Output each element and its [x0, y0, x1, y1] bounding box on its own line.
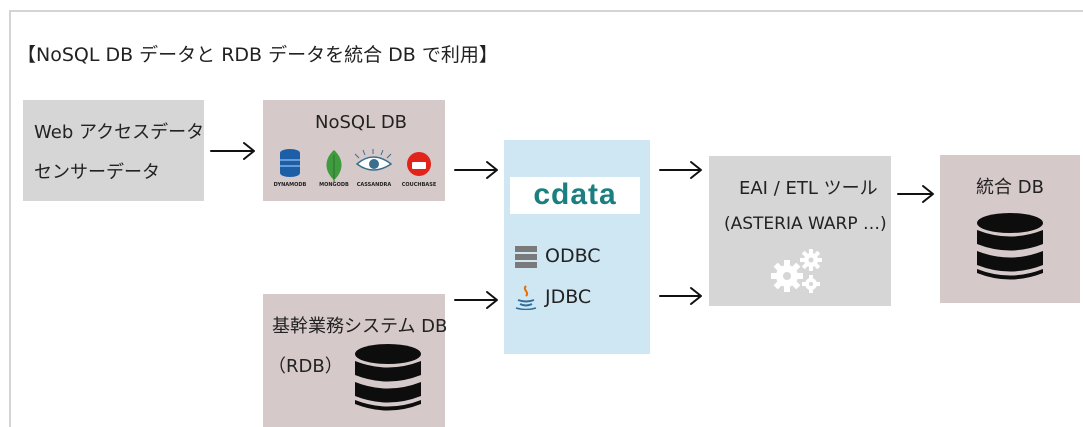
nosql-logos: DYNAMODB MONGODB CASSANDRA COUCHBASE: [274, 149, 437, 188]
dynamodb-icon: DYNAMODB: [274, 149, 307, 188]
java-icon: [515, 285, 537, 310]
frame-left-border: [9, 10, 11, 427]
rdb-subtitle: （RDB）: [268, 356, 343, 377]
database-icon: [355, 344, 421, 411]
mongodb-label: MONGODB: [319, 182, 349, 188]
nosql-db-box: NoSQL DB DYNAMODB MONGODB CASSANDRA: [263, 100, 445, 201]
etl-title: EAI / ETL ツール: [739, 178, 878, 199]
cdata-box: cdata ODBC JDBC: [504, 140, 650, 354]
arrow-nosql-to-cdata: [454, 161, 498, 179]
arrow-rdb-to-cdata: [454, 291, 498, 309]
server-icon: [515, 246, 537, 268]
arrow-cdata-to-etl-top: [659, 161, 702, 179]
gears-icon: [771, 249, 822, 293]
cassandra-icon: CASSANDRA: [354, 149, 393, 188]
diagram-title: 【NoSQL DB データと RDB データを統合 DB で利用】: [17, 44, 498, 66]
web-data-label: Web アクセスデータ: [34, 122, 205, 143]
etl-subtitle: (ASTERIA WARP …): [724, 214, 887, 234]
integrated-db-title: 統合 DB: [976, 177, 1044, 198]
integrated-db-box: 統合 DB: [940, 155, 1080, 303]
couchbase-label: COUCHBASE: [402, 182, 437, 188]
nosql-db-title: NoSQL DB: [315, 112, 408, 133]
rdb-title: 基幹業務システム DB: [272, 316, 448, 337]
etl-box: EAI / ETL ツール (ASTERIA WARP …): [709, 156, 891, 306]
frame-top-border: [9, 10, 1083, 12]
cassandra-label: CASSANDRA: [357, 182, 392, 188]
arrow-etl-to-db: [897, 185, 934, 203]
arrow-cdata-to-etl-bottom: [659, 287, 702, 305]
arrow-web-to-nosql: [210, 142, 255, 160]
web-data-box: Web アクセスデータ センサーデータ: [23, 100, 204, 201]
rdb-box: 基幹業務システム DB （RDB）: [263, 294, 448, 427]
couchbase-icon: COUCHBASE: [402, 152, 437, 188]
mongodb-icon: MONGODB: [319, 150, 349, 188]
database-icon: [977, 213, 1043, 280]
sensor-data-label: センサーデータ: [34, 162, 160, 183]
cdata-logo: cdata: [510, 177, 640, 214]
dynamodb-label: DYNAMODB: [274, 182, 307, 188]
odbc-label: ODBC: [545, 245, 601, 267]
jdbc-label: JDBC: [545, 286, 592, 308]
cdata-logo-text: cdata: [533, 178, 617, 211]
